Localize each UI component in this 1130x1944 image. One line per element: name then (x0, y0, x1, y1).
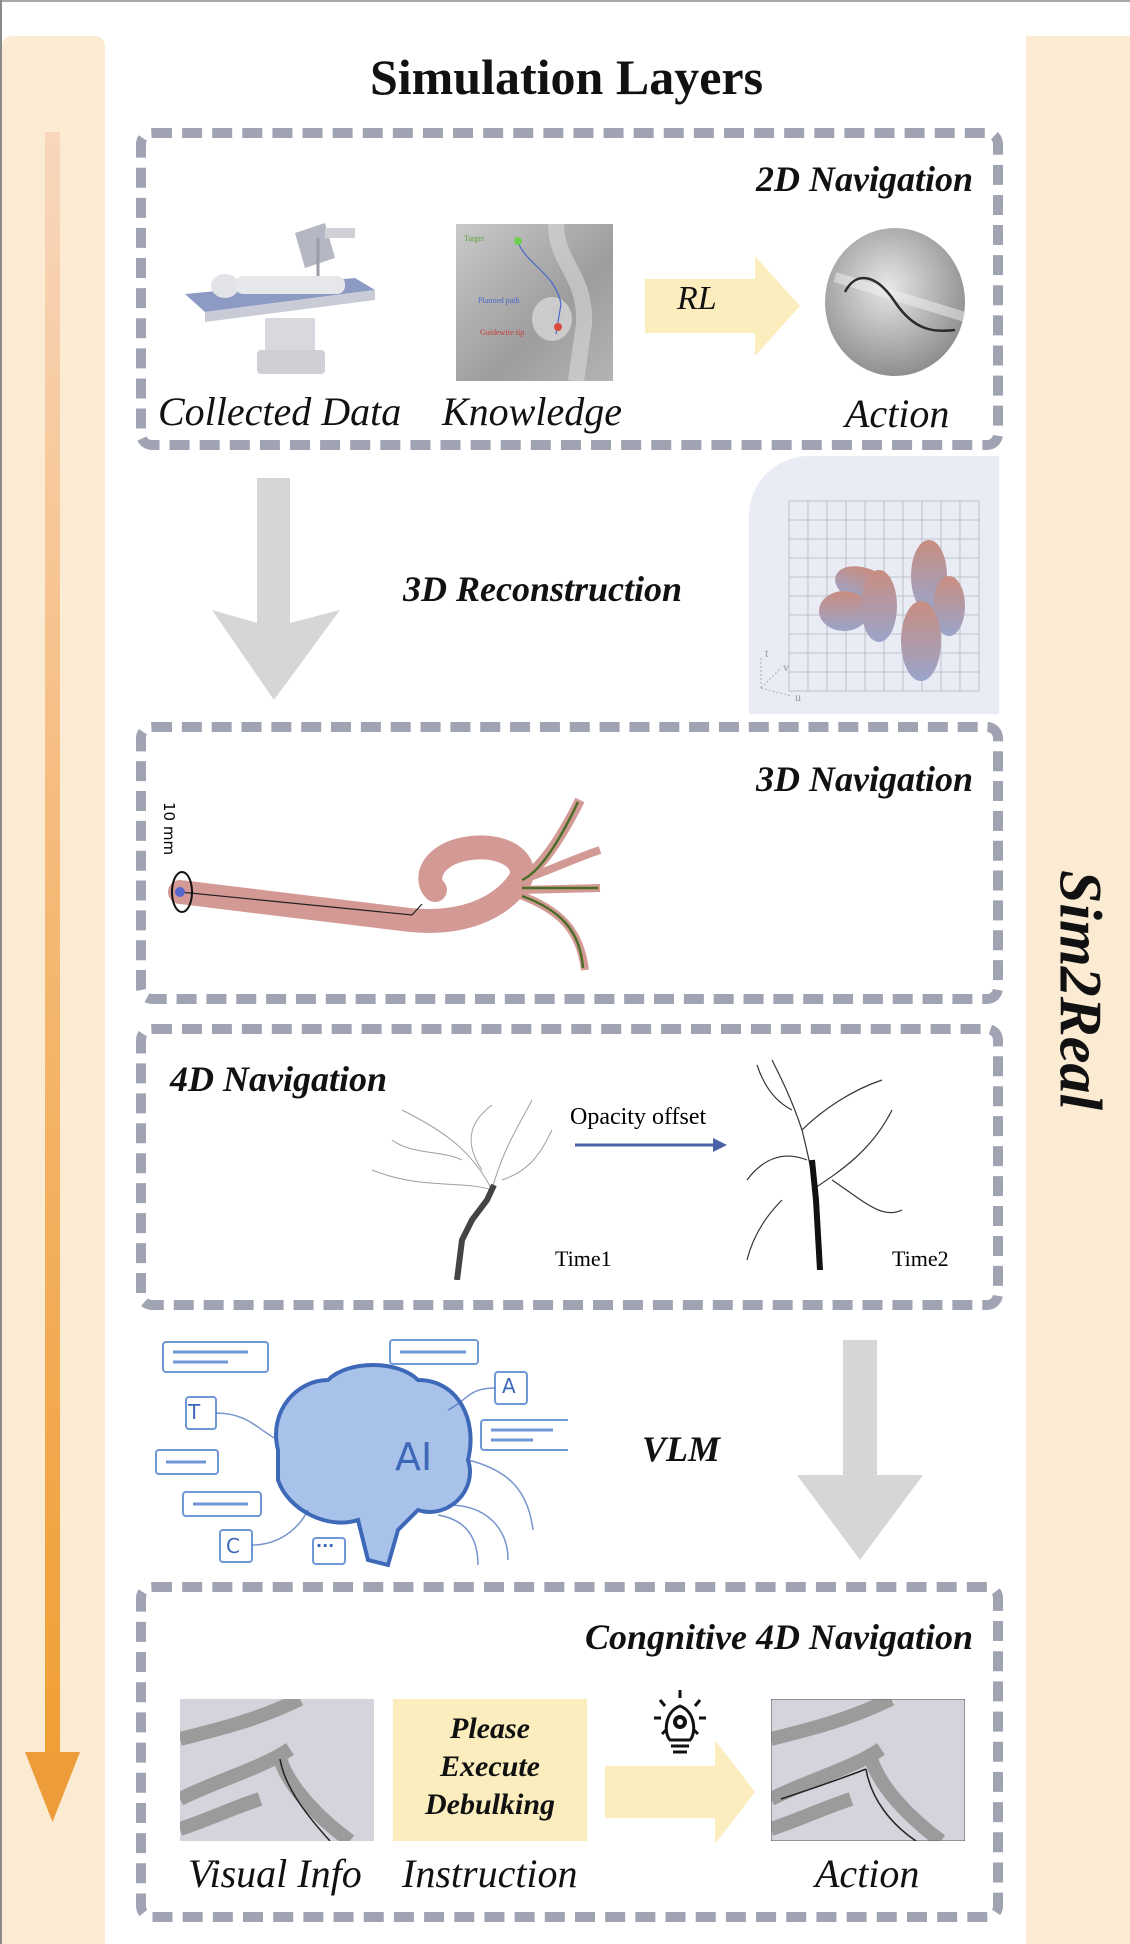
instruction-line-1: Please (450, 1712, 530, 1745)
voxel-grid (760, 500, 980, 697)
instruction-label: Instruction (402, 1851, 578, 1896)
opacity-offset-label: Opacity offset (570, 1104, 707, 1130)
rl-label: RL (677, 280, 717, 317)
brain-ai-text: AI (395, 1435, 433, 1479)
nav2d-box (136, 128, 1003, 450)
axis-v-label: v (783, 660, 789, 674)
left-border (0, 0, 2, 1944)
nav4d-title: 4D Navigation (170, 1059, 388, 1099)
page-title: Simulation Layers (369, 49, 764, 105)
scale-bar-label: 10 mm (160, 802, 178, 856)
reconstruction-title: 3D Reconstruction (403, 569, 683, 609)
progress-arrow-icon (25, 132, 80, 1822)
collected-data-label: Collected Data (158, 389, 402, 434)
cognitive-box (136, 1582, 1003, 1922)
ai-brain-icon (155, 1339, 568, 1568)
reconstruction-image: t v u (749, 456, 999, 714)
action-2d-label: Action (845, 391, 950, 436)
time2-label: Time2 (892, 1246, 949, 1271)
angiogram-time2-image (746, 1059, 903, 1270)
axis-t-label: t (765, 646, 769, 660)
target-annotation: Target (464, 234, 485, 243)
action-2d-image (825, 228, 967, 376)
brain-c-letter: C (226, 1534, 240, 1558)
nav3d-title: 3D Navigation (755, 759, 973, 799)
brain-ellipsis: ... (316, 1532, 335, 1551)
instruction-line-2: Execute (440, 1750, 540, 1783)
time1-label: Time1 (555, 1246, 612, 1271)
cognitive-title: Congnitive 4D Navigation (584, 1617, 973, 1657)
instruction-box (393, 1699, 587, 1841)
sim2real-label-container: Sim2Real (1040, 830, 1120, 1150)
down-arrow-icon (212, 478, 340, 700)
angiogram-time1-image (371, 1099, 553, 1280)
action-cognitive-label: Action (815, 1851, 920, 1896)
nav2d-title: 2D Navigation (755, 159, 973, 199)
brain-a-letter: A (502, 1374, 516, 1398)
sim2real-panel (1026, 36, 1130, 1944)
down-arrow-icon-2 (797, 1340, 923, 1560)
brain-t-letter: T (188, 1400, 201, 1424)
opacity-arrow-icon (575, 1138, 727, 1152)
top-border (0, 0, 1130, 2)
instruction-line-3: Debulking (424, 1788, 556, 1821)
knowledge-image: Target Planned path Guidewire tip (456, 223, 613, 383)
knowledge-label: Knowledge (442, 389, 622, 434)
cognitive-arrow-icon (605, 1740, 755, 1844)
guidewire-tip-annotation: Guidewire tip (480, 328, 525, 337)
knowledge-overlay (514, 223, 593, 383)
axis-u-label: u (795, 690, 801, 704)
rl-arrow-icon (645, 256, 800, 356)
visual-info-label: Visual Info (188, 1851, 362, 1896)
nav3d-box (136, 722, 1003, 1004)
collected-data-image (185, 223, 375, 374)
lightbulb-gear-icon (654, 1690, 706, 1754)
planned-path-annotation: Planned path (478, 296, 520, 305)
aorta-model-image (168, 797, 602, 971)
action-cognitive-image (771, 1699, 965, 1841)
sim2real-label: Sim2Real (1047, 869, 1114, 1111)
vlm-label: VLM (642, 1429, 721, 1469)
visual-info-image (180, 1699, 374, 1841)
nav4d-box (136, 1024, 1003, 1310)
